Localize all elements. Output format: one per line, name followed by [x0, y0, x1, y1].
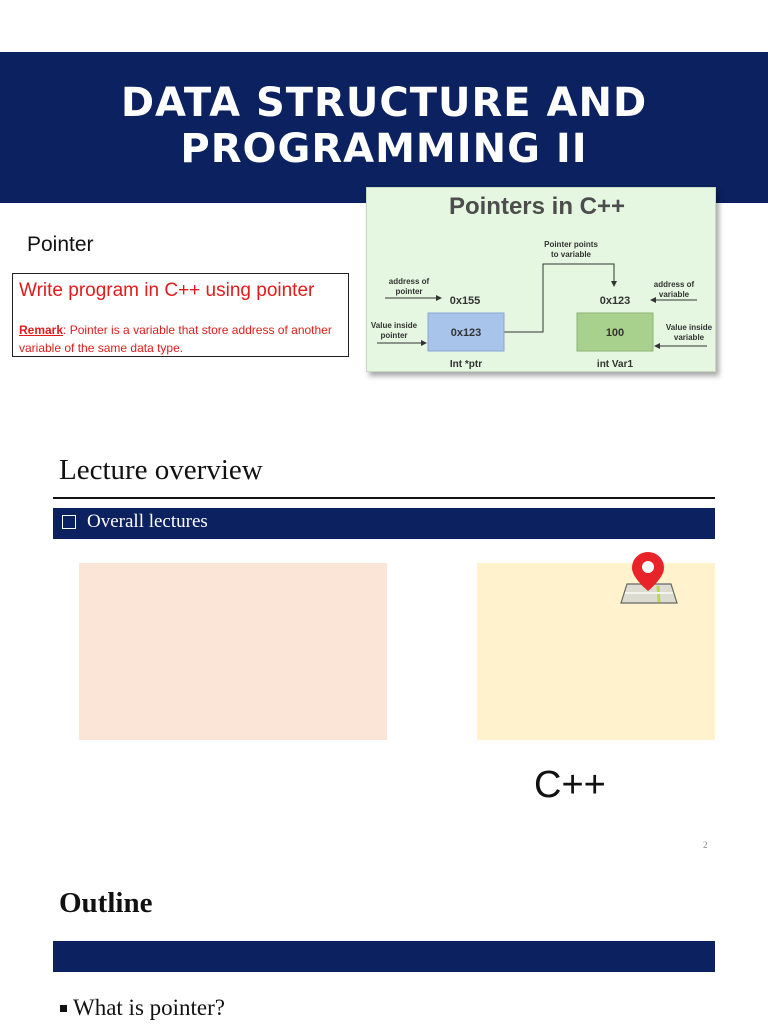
variable-box-value: 100: [606, 327, 624, 339]
pointer-declaration: Int *ptr: [450, 359, 482, 370]
outline-item: What is pointer?: [60, 995, 225, 1021]
pointer-diagram: Pointers in C++ Pointer points to variab…: [366, 187, 716, 372]
map-pin-icon: [620, 552, 678, 604]
pointer-box-value: 0x123: [451, 327, 482, 339]
pointer-connector: [504, 263, 617, 333]
pointer-points-label: Pointer points: [544, 240, 598, 249]
bullet-icon: [60, 1004, 67, 1012]
outline-item-text: What is pointer?: [73, 995, 226, 1020]
addr-variable-label-1: address of: [654, 280, 695, 289]
outline-bar: [53, 941, 715, 972]
addr-variable-value: 0x123: [600, 295, 631, 307]
addr-pointer-label-1: address of: [389, 277, 430, 286]
slide-title: Data Structure and Programming II: [120, 80, 648, 172]
lecture-overview-heading: Lecture overview: [59, 454, 263, 486]
lecture-card-left: [79, 563, 387, 740]
task-box: Write program in C++ using pointer Remar…: [12, 273, 349, 357]
value-variable-label-1: Value inside: [666, 323, 713, 332]
overall-lectures-label: Overall lectures: [87, 511, 208, 532]
addr-variable-label-2: variable: [659, 290, 690, 299]
outline-heading: Outline: [59, 887, 153, 919]
page-number: 2: [703, 840, 708, 850]
cpp-label: C++: [534, 764, 606, 806]
pointer-box: [427, 312, 505, 352]
remark-body: : Pointer is a variable that store addre…: [19, 323, 332, 355]
variable-box: [576, 312, 654, 352]
task-title: Write program in C++ using pointer: [19, 280, 315, 301]
addr-pointer-value: 0x155: [450, 295, 481, 307]
title-banner: [0, 52, 768, 203]
remark-text: Remark: Pointer is a variable that store…: [19, 321, 344, 357]
value-pointer-label-1: Value inside: [371, 321, 418, 330]
remark-label: Remark: [19, 323, 64, 337]
value-pointer-label-2: pointer: [380, 331, 407, 340]
to-variable-label: to variable: [551, 250, 592, 259]
checkbox-icon: [62, 515, 76, 529]
diagram-title: Pointers in C++: [449, 193, 625, 220]
pointer-heading: Pointer: [27, 233, 94, 256]
addr-pointer-label-2: pointer: [395, 287, 422, 296]
value-variable-label-2: variable: [674, 333, 705, 342]
variable-declaration: int Var1: [597, 359, 634, 370]
overall-lectures-bar: Overall lectures: [53, 508, 715, 539]
pointer-diagram-svg: Pointers in C++ Pointer points to variab…: [371, 193, 713, 370]
heading-divider: [53, 497, 715, 499]
lecture-card-right: [477, 563, 715, 740]
